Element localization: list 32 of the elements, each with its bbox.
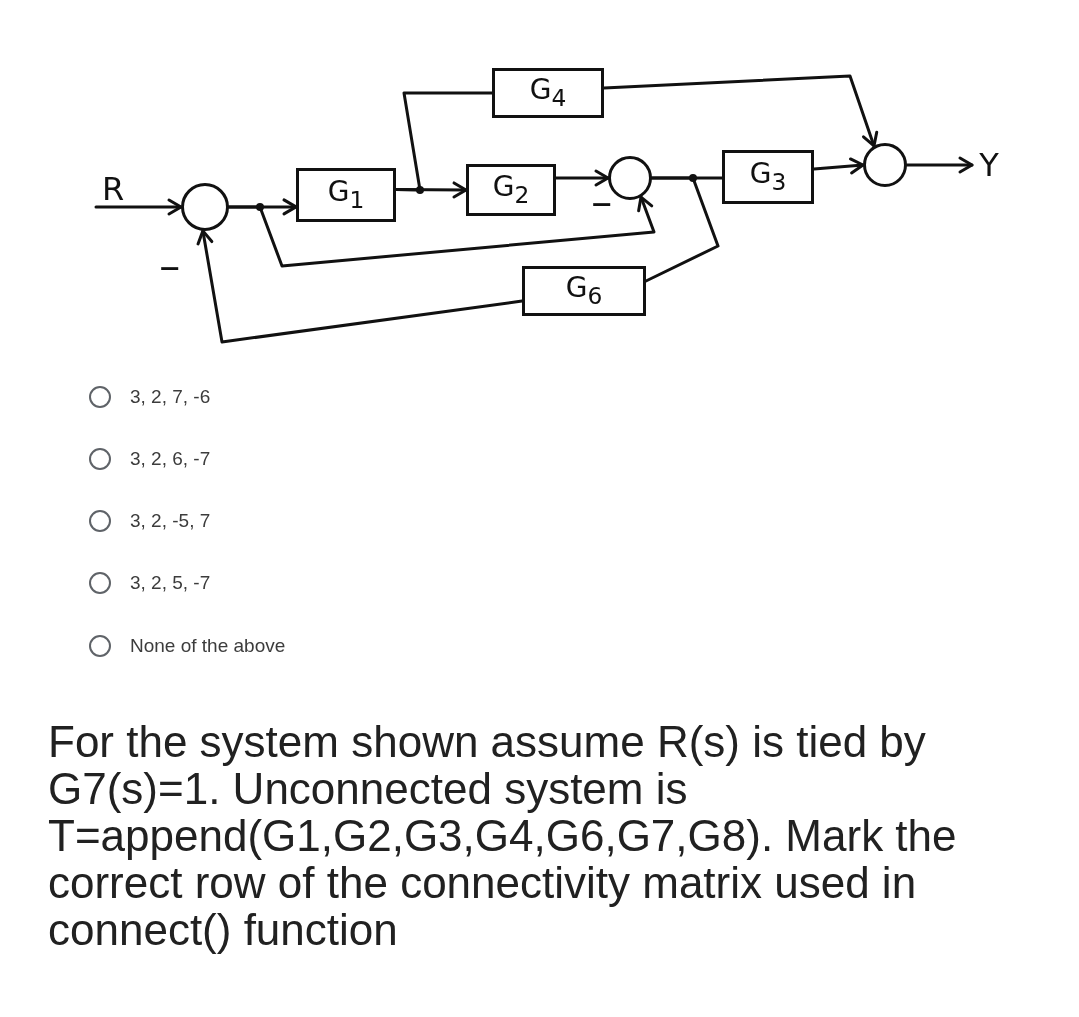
arrow — [94, 198, 183, 216]
connector-line — [644, 176, 720, 283]
block-label: G$_{3}$ — [749, 158, 787, 196]
option-label: 3, 2, 6, -7 — [130, 448, 211, 470]
option-label: 3, 2, 7, -6 — [130, 386, 211, 408]
block-label: G$_{1}$ — [327, 176, 365, 214]
arrow — [554, 169, 610, 187]
summing-junction — [863, 143, 907, 187]
transfer-function-block — [722, 150, 814, 204]
transfer-function-block — [296, 168, 396, 222]
option-label: None of the above — [130, 635, 286, 657]
option-label: 3, 2, -5, 7 — [130, 510, 211, 532]
block-label: G$_{6}$ — [565, 272, 603, 310]
transfer-function-block — [466, 164, 556, 216]
option-label: 3, 2, 5, -7 — [130, 572, 211, 594]
arrow — [602, 74, 879, 148]
signal-label: R — [96, 170, 130, 207]
block-label: G$_{2}$ — [492, 171, 530, 209]
summing-junction — [608, 156, 652, 200]
arrow — [196, 229, 524, 344]
signal-label: Y — [972, 146, 1006, 184]
question-text: For the system shown assume R(s) is tied by G7(s)=1. Unconnected system is T=append(G1,G2,G3,G4,G6,G7,G8). Mark the correct row of the connectivity matrix used in connect() function — [48, 718, 958, 953]
arrow — [905, 156, 974, 174]
minus-sign: - — [158, 248, 182, 284]
arrow — [227, 198, 298, 216]
transfer-function-block — [492, 68, 604, 118]
arrow — [812, 157, 865, 175]
summing-junction — [181, 183, 229, 231]
arrow — [227, 195, 656, 268]
block-label: G$_{4}$ — [529, 74, 567, 112]
transfer-function-block — [522, 266, 646, 316]
minus-sign: - — [590, 184, 614, 220]
